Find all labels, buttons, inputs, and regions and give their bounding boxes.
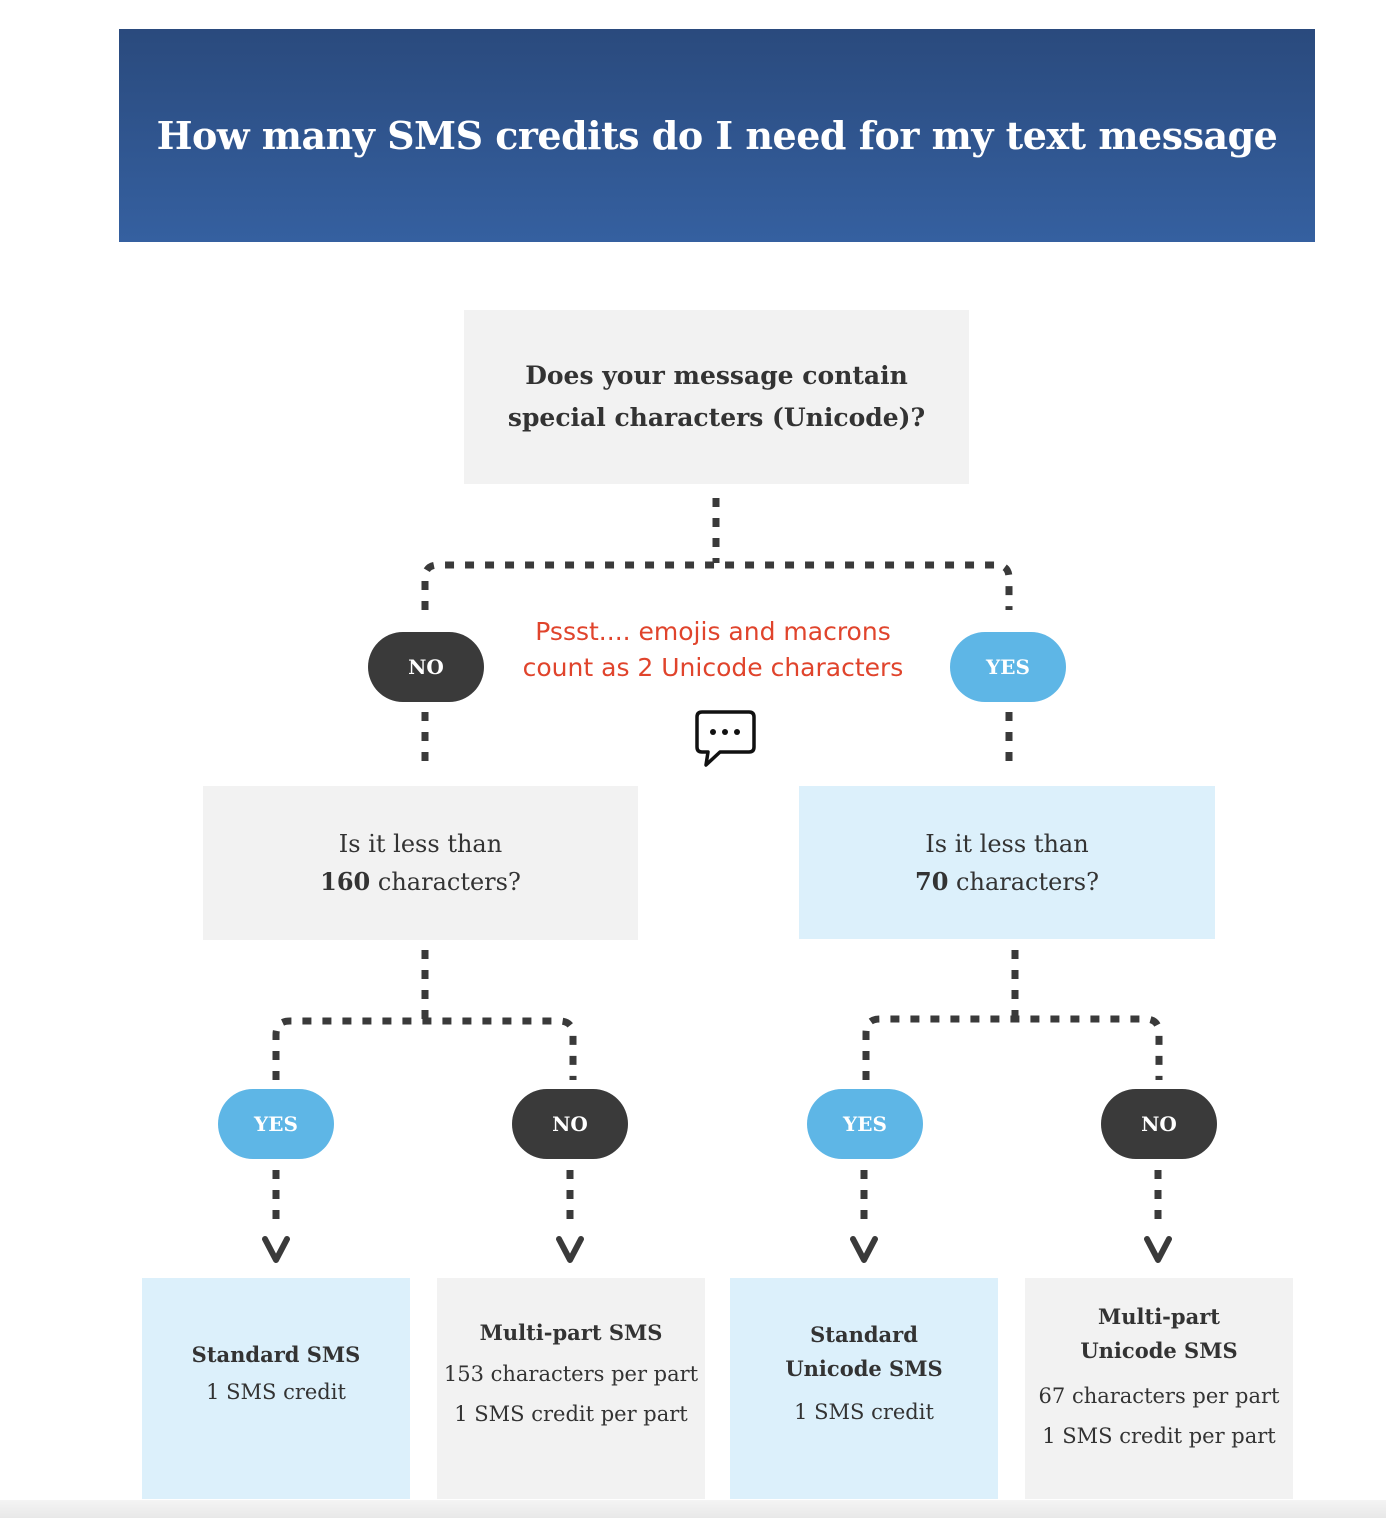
root-question-line1: Does your message contain	[525, 361, 908, 390]
no-pill-left-label: NO	[552, 1112, 588, 1136]
yes-pill-left: YES	[218, 1089, 334, 1159]
result-2-line-2: 1 SMS credit per part	[454, 1401, 688, 1426]
left-question-suffix: characters?	[370, 868, 521, 896]
connector-left-split	[272, 1017, 577, 1080]
result-2-line-1: 153 characters per part	[443, 1361, 699, 1386]
title-banner: How many SMS credits do I need for my te…	[119, 29, 1315, 242]
note-line1: Pssst.... emojis and macrons	[535, 617, 891, 646]
result-3-line-1: 1 SMS credit	[794, 1399, 934, 1424]
no-pill-right: NO	[1101, 1089, 1217, 1159]
arrowhead-1	[262, 1236, 290, 1263]
page-title: How many SMS credits do I need for my te…	[156, 113, 1278, 158]
right-question-number: 70	[915, 866, 949, 896]
result-3-title-1: Standard	[810, 1321, 918, 1347]
yes-pill-left-label: YES	[254, 1112, 298, 1136]
right-question-box: Is it less than 70 characters?	[799, 786, 1215, 939]
result-4-title-2: Unicode SMS	[1080, 1337, 1238, 1363]
result-4-line-2: 1 SMS credit per part	[1042, 1423, 1276, 1448]
arrowhead-3	[850, 1236, 878, 1263]
yes-pill-right: YES	[807, 1089, 923, 1159]
result-1-line-1: 1 SMS credit	[206, 1379, 346, 1404]
connector-root-split	[421, 561, 1013, 610]
left-question-line1: Is it less than	[338, 830, 503, 858]
result-standard-sms: Standard SMS 1 SMS credit	[142, 1278, 410, 1499]
arrowhead-4	[1144, 1236, 1172, 1263]
bottom-edge	[0, 1500, 1386, 1518]
result-1-title: Standard SMS	[191, 1341, 361, 1367]
left-question-line2: 160 characters?	[320, 863, 521, 901]
no-pill-root-label: NO	[408, 655, 444, 679]
no-pill-root: NO	[368, 632, 484, 702]
result-multipart-unicode-sms: Multi-part Unicode SMS 67 characters per…	[1025, 1278, 1293, 1499]
result-multipart-sms: Multi-part SMS 153 characters per part 1…	[437, 1278, 705, 1499]
result-standard-unicode-sms: Standard Unicode SMS 1 SMS credit	[730, 1278, 998, 1499]
arrowhead-2	[556, 1236, 584, 1263]
connector-right-split	[862, 1015, 1163, 1080]
note-line2: count as 2 Unicode characters	[522, 653, 904, 682]
root-question-line2: special characters (Unicode)?	[507, 403, 926, 432]
result-4-line-1: 67 characters per part	[1038, 1383, 1280, 1408]
right-question-line1: Is it less than	[925, 829, 1089, 858]
yes-pill-root-label: YES	[986, 655, 1030, 679]
result-4-title-1: Multi-part	[1098, 1303, 1220, 1329]
result-2-title: Multi-part SMS	[479, 1319, 663, 1345]
unicode-note: Pssst.... emojis and macrons count as 2 …	[490, 614, 936, 686]
root-question-box: Does your message contain special charac…	[464, 310, 969, 484]
yes-pill-right-label: YES	[843, 1112, 887, 1136]
left-question-number: 160	[320, 867, 371, 896]
no-pill-right-label: NO	[1141, 1112, 1177, 1136]
result-3-title-2: Unicode SMS	[785, 1355, 943, 1381]
right-question-suffix: characters?	[948, 867, 1099, 896]
left-question-box: Is it less than 160 characters?	[203, 786, 638, 940]
right-question-line2: 70 characters?	[915, 863, 1099, 901]
yes-pill-root: YES	[950, 632, 1066, 702]
no-pill-left: NO	[512, 1089, 628, 1159]
chat-bubble-icon	[695, 710, 756, 767]
